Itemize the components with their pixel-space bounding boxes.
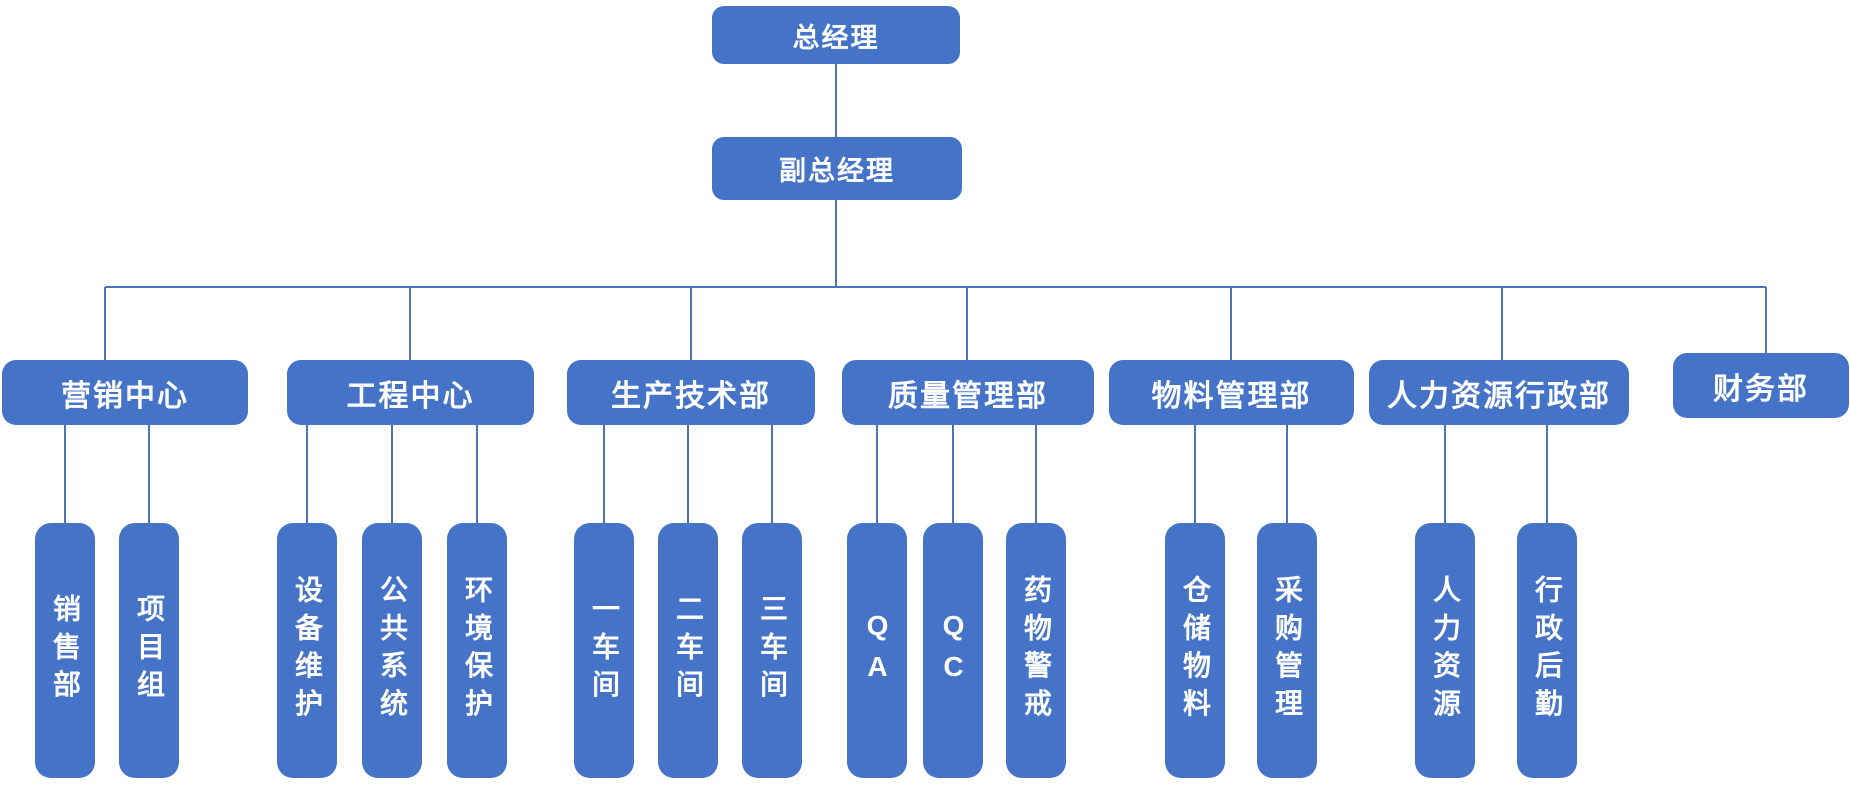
node-label: 总经理 [792, 22, 880, 53]
node-label: 环境保护 [462, 574, 493, 727]
node-unit-pharmacovigilance[interactable]: 药物警戒 [1006, 523, 1066, 778]
node-label: QC [938, 609, 969, 692]
node-label: 项目组 [134, 593, 165, 708]
node-unit-admin-logistics[interactable]: 行政后勤 [1517, 523, 1577, 778]
node-label: 生产技术部 [611, 379, 771, 413]
node-label: 药物警戒 [1021, 574, 1052, 727]
node-unit-procurement-management[interactable]: 采购管理 [1257, 523, 1317, 778]
node-label: 销售部 [50, 593, 81, 708]
node-dept-production-technology[interactable]: 生产技术部 [567, 360, 815, 425]
node-label: 工程中心 [346, 379, 475, 413]
node-unit-human-resources[interactable]: 人力资源 [1415, 523, 1475, 778]
node-label: 二车间 [673, 593, 704, 708]
node-unit-equipment-maintenance[interactable]: 设备维护 [277, 523, 337, 778]
node-label: 设备维护 [292, 574, 323, 727]
node-dept-finance[interactable]: 财务部 [1673, 353, 1849, 418]
node-general-manager[interactable]: 总经理 [712, 6, 960, 64]
node-label: QA [862, 609, 893, 692]
node-unit-sales-dept[interactable]: 销售部 [35, 523, 95, 778]
node-unit-workshop-2[interactable]: 二车间 [658, 523, 718, 778]
node-dept-material-management[interactable]: 物料管理部 [1109, 360, 1354, 425]
node-label: 财务部 [1713, 372, 1809, 406]
node-label: 三车间 [757, 593, 788, 708]
node-label: 公共系统 [377, 574, 408, 727]
node-unit-public-systems[interactable]: 公共系统 [362, 523, 422, 778]
node-label: 质量管理部 [888, 379, 1048, 413]
node-unit-project-team[interactable]: 项目组 [119, 523, 179, 778]
node-unit-qa[interactable]: QA [847, 523, 907, 778]
node-dept-engineering-center[interactable]: 工程中心 [287, 360, 534, 425]
node-unit-environmental-protection[interactable]: 环境保护 [447, 523, 507, 778]
node-label: 行政后勤 [1532, 574, 1563, 727]
node-label: 人力资源行政部 [1387, 379, 1611, 413]
node-label: 物料管理部 [1151, 379, 1312, 413]
node-unit-workshop-1[interactable]: 一车间 [574, 523, 634, 778]
node-dept-marketing-center[interactable]: 营销中心 [2, 360, 248, 425]
node-label: 营销中心 [61, 379, 189, 413]
node-unit-qc[interactable]: QC [923, 523, 983, 778]
node-dept-quality-management[interactable]: 质量管理部 [842, 360, 1094, 425]
node-unit-warehouse-materials[interactable]: 仓储物料 [1165, 523, 1225, 778]
node-label: 采购管理 [1272, 574, 1303, 727]
node-deputy-general-manager[interactable]: 副总经理 [712, 137, 962, 200]
node-label: 一车间 [589, 593, 620, 708]
node-label: 仓储物料 [1180, 574, 1211, 727]
node-label: 人力资源 [1430, 574, 1461, 727]
node-unit-workshop-3[interactable]: 三车间 [742, 523, 802, 778]
node-dept-hr-administration[interactable]: 人力资源行政部 [1369, 360, 1629, 425]
node-label: 副总经理 [779, 156, 895, 186]
